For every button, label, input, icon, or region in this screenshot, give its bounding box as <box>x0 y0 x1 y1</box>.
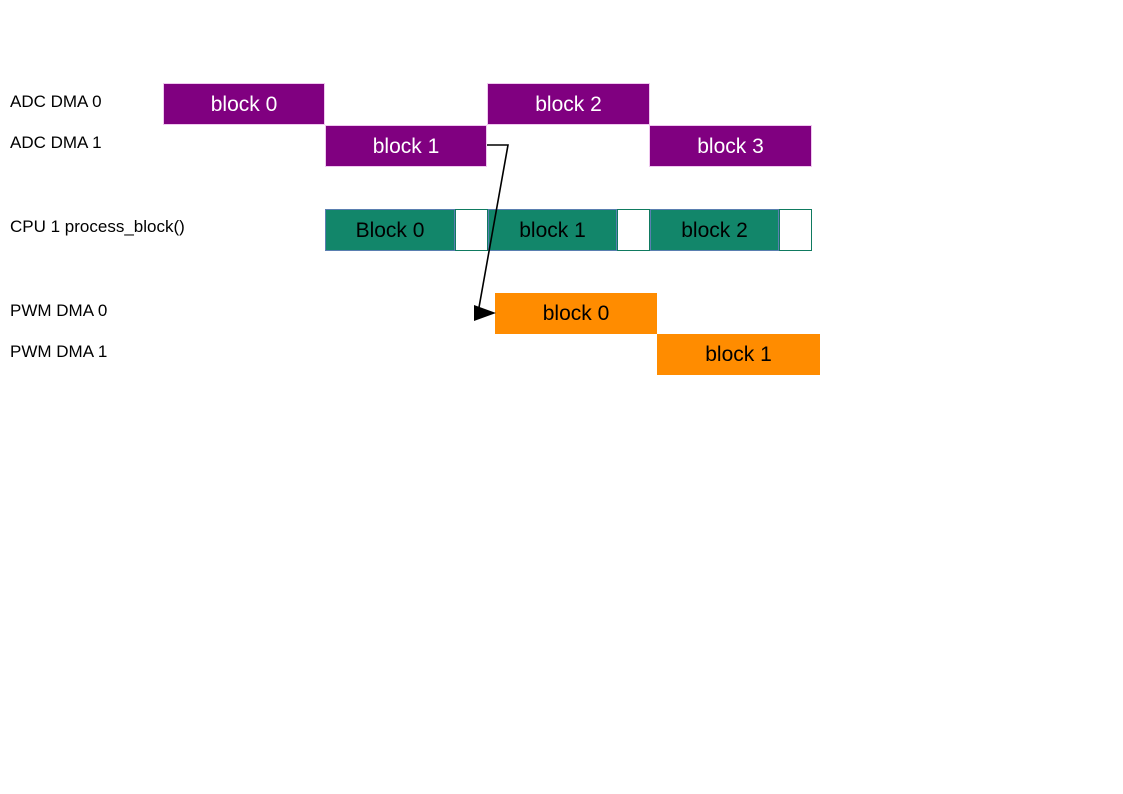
adc-dma-0-block-0[interactable]: block 0 <box>163 83 325 125</box>
adc-dma-0-block-2[interactable]: block 2 <box>487 83 650 125</box>
cpu-block-0[interactable]: Block 0 <box>325 209 455 251</box>
adc-dma-1-block-3[interactable]: block 3 <box>649 125 812 167</box>
cpu-idle-gap-0 <box>455 209 488 251</box>
row-label-adc-dma-1: ADC DMA 1 <box>10 133 102 152</box>
cpu-block-1[interactable]: block 1 <box>488 209 617 251</box>
pwm-dma-0-block-0[interactable]: block 0 <box>495 293 657 334</box>
adc-dma-1-block-1[interactable]: block 1 <box>325 125 487 167</box>
row-label-adc-dma-0: ADC DMA 0 <box>10 92 102 111</box>
row-label-pwm-dma-1: PWM DMA 1 <box>10 342 108 361</box>
pwm-dma-1-block-1[interactable]: block 1 <box>657 334 820 375</box>
row-label-cpu-1-process-block: CPU 1 process_block() <box>10 217 185 236</box>
cpu-idle-gap-1 <box>617 209 650 251</box>
row-label-pwm-dma-0: PWM DMA 0 <box>10 301 108 320</box>
cpu-block-2[interactable]: block 2 <box>650 209 779 251</box>
cpu-idle-gap-2 <box>779 209 812 251</box>
arrowhead-icon <box>474 305 496 321</box>
